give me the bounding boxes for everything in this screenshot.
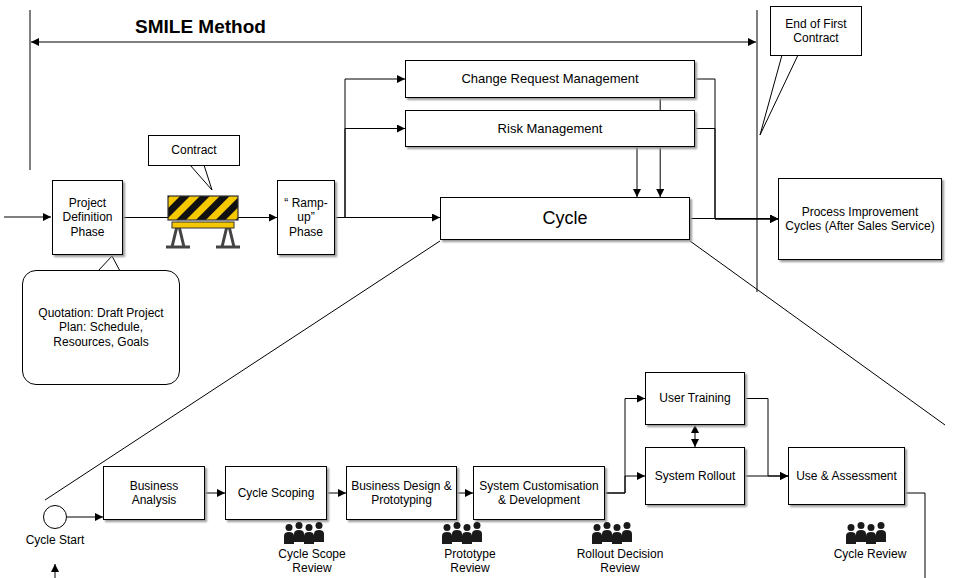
node-text: System Customisation & Development [478,479,600,508]
node-text: User Training [659,391,730,405]
flow-arrow [637,147,638,197]
flow-arrow [457,493,473,494]
process-box: System Customisation & Development [473,466,605,520]
meeting-icon [846,522,886,544]
flow-arrow [690,218,778,219]
flow-arrow [695,79,778,219]
node-text: Business Analysis [108,479,200,508]
process-box: Cycle [440,197,690,240]
boundary-line [757,10,758,292]
flow-arrow [695,129,778,220]
callout-box: End of First Contract [770,6,862,56]
flow-arrow [335,217,440,218]
node-text: Risk Management [498,121,603,137]
start-circle: Cycle Start [43,505,67,529]
flow-arrow [205,493,225,494]
node-text: System Rollout [655,469,736,483]
review-label: Cycle Review [828,547,912,561]
node-text: Cycle Scoping [238,486,315,500]
node-text: “ Ramp-up” Phase [282,196,330,239]
process-box: System Rollout [645,447,745,505]
review-label: Rollout Decision Review [573,547,667,576]
node-text: Process Improvement Cycles (After Sales … [783,205,937,234]
flow-arrow [335,129,405,218]
callout-tail [760,55,798,135]
flow-arrow [745,399,788,477]
node-text: End of First Contract [775,17,857,46]
process-box: Risk Management [405,110,695,147]
process-box: Cycle Scoping [225,466,327,520]
process-box: “ Ramp-up” Phase [277,180,335,255]
process-box: Change Request Management [405,60,695,98]
flow-arrow [335,79,405,218]
review-label: Prototype Review [428,547,512,576]
review-label: Cycle Scope Review [267,547,357,576]
node-text: Contract [171,143,216,157]
flow-arrow [695,425,696,447]
node-text: Use & Assessment [796,469,897,483]
callout-box: Contract [148,135,240,166]
flow-arrow [745,476,788,477]
node-text: Change Request Management [461,71,638,87]
flow-arrow [67,517,103,518]
flow-arrow [605,476,645,493]
process-box: Project Definition Phase [52,180,123,255]
loop-line [906,493,925,578]
boundary-line [30,10,31,170]
node-text: Cycle Start [24,533,86,547]
loop-arrow [55,564,56,578]
flow-arrow [605,399,645,494]
meeting-icon [442,522,482,544]
node-text: Quotation: Draft Project Plan: Schedule,… [27,306,175,349]
node-text: Cycle [542,208,587,230]
callout-tail [190,165,212,190]
node-text: Business Design & Prototyping [351,479,452,508]
meeting-icon [592,522,632,544]
callout-bubble: Quotation: Draft Project Plan: Schedule,… [22,270,180,385]
entry-arrow [4,217,51,218]
node-text: Project Definition Phase [57,196,118,239]
process-box: Business Analysis [103,466,205,520]
process-box: Business Design & Prototyping [346,466,457,520]
flow-arrow [327,493,346,494]
process-box: Use & Assessment [788,447,905,505]
span-arrow [31,41,756,42]
process-box: Process Improvement Cycles (After Sales … [778,178,942,260]
meeting-icon [284,522,324,544]
process-box: User Training [645,372,745,425]
callout-tail [98,256,120,271]
method-title: SMILE Method [135,16,315,39]
barrier-icon [166,196,240,247]
